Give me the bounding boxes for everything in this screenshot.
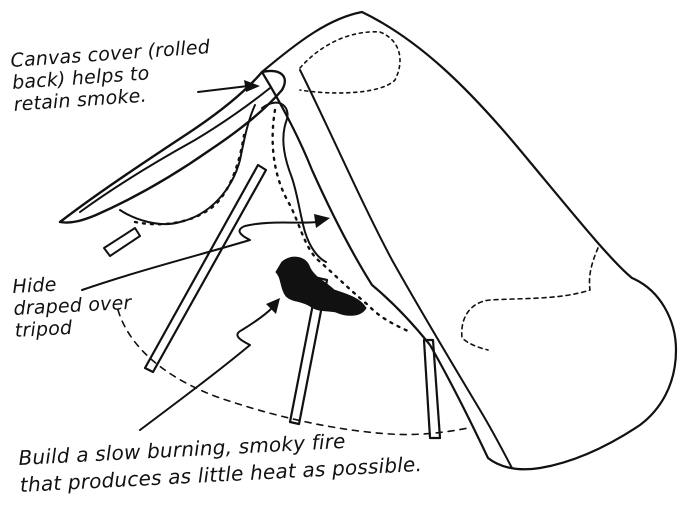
hide-label: Hide draped over tripod <box>12 272 133 344</box>
tripod-stub-left <box>104 228 140 256</box>
canvas-cover-label: Canvas cover (rolled back) helps to reta… <box>10 38 214 118</box>
arrow-hide-head <box>314 214 330 228</box>
hide-outline <box>262 12 676 469</box>
smoky-fire <box>276 257 366 315</box>
tripod-leg-left <box>145 165 266 372</box>
tripod-leg-right <box>424 340 440 438</box>
hide-fold-line <box>300 70 512 468</box>
hidden-right-dotted <box>462 248 598 350</box>
canvas-dotted-edge <box>135 135 244 224</box>
arrow-fire-pointer <box>140 308 272 430</box>
hidden-top-dotted <box>300 32 400 93</box>
hide-inner-contour <box>262 103 326 262</box>
